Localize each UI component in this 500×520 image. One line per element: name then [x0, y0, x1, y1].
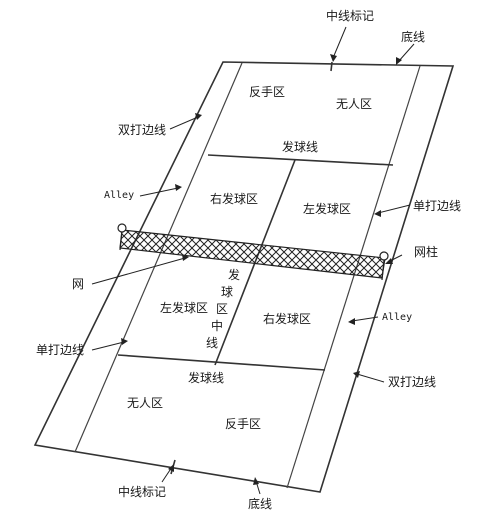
label-no-mans-land-top: 无人区	[336, 97, 372, 111]
label-net: 网	[72, 277, 84, 291]
net-post-right-pole	[381, 259, 385, 281]
label-center-mark-top: 中线标记	[326, 8, 374, 23]
service-line-top	[207, 154, 394, 166]
label-alley-right: Alley	[382, 312, 412, 323]
net-post-right	[379, 251, 389, 261]
net-post-left-pole	[119, 231, 123, 251]
label-alley-left: Alley	[104, 190, 134, 201]
label-right-service-bottom: 右发球区	[263, 311, 311, 326]
label-center-service-line: 发 球 区 中 线	[206, 267, 240, 350]
singles-sideline-right	[286, 65, 421, 489]
label-left-service-top: 左发球区	[303, 201, 351, 216]
label-right-service-top: 右发球区	[210, 191, 258, 206]
singles-sideline-left	[74, 62, 243, 453]
label-left-service-bottom: 左发球区	[160, 300, 208, 315]
doubles-court-outline	[33, 61, 455, 493]
label-service-line-bottom: 发球线	[188, 370, 224, 385]
center-line-char: 线	[206, 336, 218, 350]
label-center-mark-bottom: 中线标记	[118, 484, 166, 499]
label-baseline-top: 底线	[401, 29, 425, 44]
center-line-char: 球	[221, 285, 233, 299]
center-line-char: 区	[216, 302, 228, 316]
label-backhand-top: 反手区	[249, 85, 285, 99]
label-backhand-bottom: 反手区	[225, 417, 261, 431]
service-line-bottom	[117, 354, 326, 371]
center-line-char: 发	[228, 267, 240, 282]
label-baseline-bottom: 底线	[248, 496, 272, 511]
label-net-post: 网柱	[414, 244, 438, 259]
label-singles-sideline-left: 单打边线	[36, 343, 84, 357]
label-doubles-sideline-top: 双打边线	[118, 123, 166, 137]
label-singles-sideline-right: 单打边线	[413, 199, 461, 213]
center-mark-top	[330, 61, 333, 72]
label-no-mans-land-bottom: 无人区	[127, 396, 163, 410]
label-doubles-sideline-bottom: 双打边线	[388, 375, 436, 389]
label-service-line-top: 发球线	[282, 139, 318, 154]
center-line-char: 中	[211, 318, 223, 333]
net-post-left	[117, 223, 127, 233]
arrows	[91, 26, 415, 495]
